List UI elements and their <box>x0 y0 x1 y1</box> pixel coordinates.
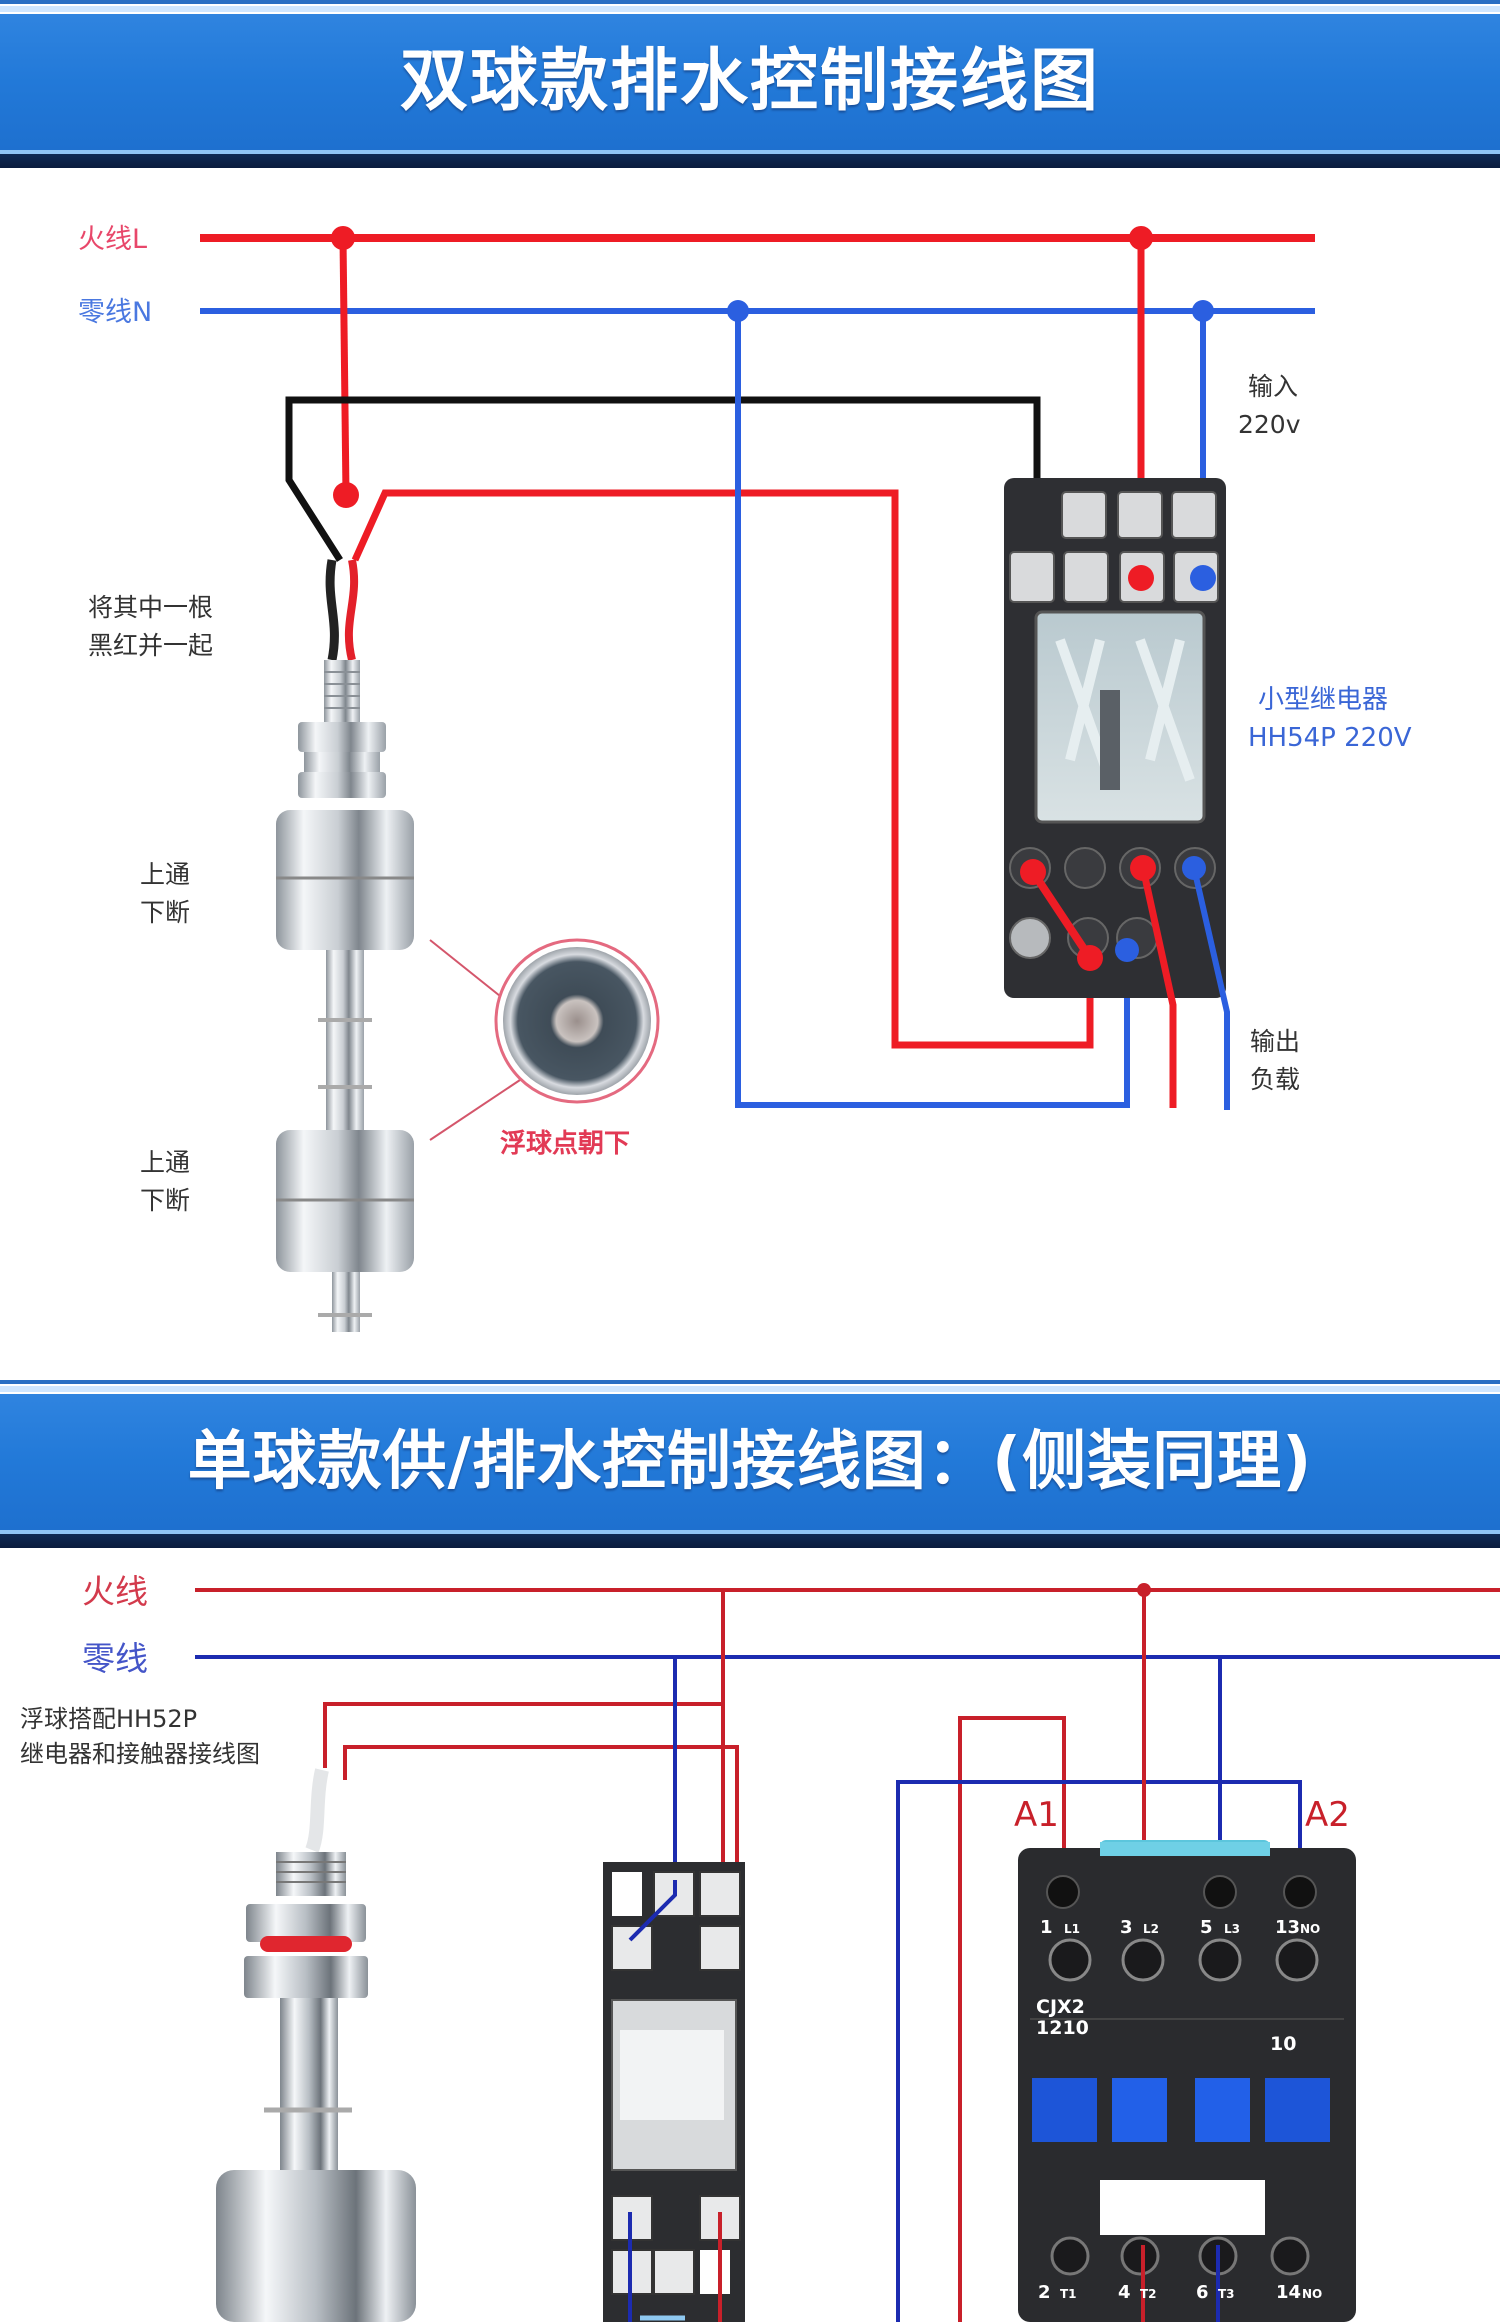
neutral-output-wire <box>735 311 1130 1108</box>
neutral-junction-dot <box>727 300 749 322</box>
terminal-num: 6 <box>1196 2282 1209 2303</box>
upper-float-note-line1: 上通 <box>140 860 190 889</box>
neutral-wire-label: 零线N <box>78 297 152 328</box>
coil-a2-label: A2 <box>1305 1795 1350 1835</box>
banner-body <box>0 1394 1500 1530</box>
double-float-switch <box>276 660 414 1332</box>
neutral-wire-label-2: 零线 <box>82 1639 148 1678</box>
lower-float-note-line2: 下断 <box>140 1186 190 1215</box>
coil-a2-wire <box>896 1780 1302 2322</box>
banner-stripe <box>0 6 1500 12</box>
relay-label-line2: HH54P 220V <box>1248 723 1412 753</box>
contactor-cjx2 <box>1018 1840 1356 2322</box>
relay-output-dot <box>1115 938 1139 962</box>
contactor-model-line2: 1210 <box>1036 2017 1089 2039</box>
terminal-num: 2 <box>1038 2282 1051 2303</box>
relay-output-dot <box>1130 855 1156 881</box>
black-control-wire <box>285 396 1041 572</box>
live-wire-label-2: 火线 <box>82 1572 148 1611</box>
float-cable-black <box>325 559 339 661</box>
input-note-line2: 220v <box>1238 410 1301 439</box>
section2-banner: 单球款供/排水控制接线图：(侧装同理) <box>0 1380 1500 1552</box>
banner-stripe <box>0 1386 1500 1392</box>
relay-output-dot <box>1020 859 1046 885</box>
section1-diagram: 火线L 零线N 输入 220v <box>78 224 1412 1332</box>
terminal-num: 4 <box>1118 2282 1131 2303</box>
contactor-aux-code: 10 <box>1270 2033 1296 2055</box>
terminal-tag: T3 <box>1218 2287 1235 2301</box>
load-live-wire <box>1139 867 1177 1108</box>
banner-stripe <box>0 154 1500 168</box>
banner-stripe <box>0 1534 1500 1548</box>
banner-stripe <box>0 150 1500 154</box>
terminal-tag: L1 <box>1064 1922 1080 1936</box>
float-wire-2 <box>343 1745 739 1880</box>
relay-hh52p <box>603 1862 745 2322</box>
banner-stripe <box>0 0 1500 4</box>
float-cable-red <box>344 559 359 661</box>
relay-neutral-terminal-dot <box>1190 565 1216 591</box>
combo-note-line2: 继电器和接触器接线图 <box>20 1740 260 1768</box>
relay-jumper-blue <box>628 1880 677 1942</box>
live-junction-dot <box>331 226 355 250</box>
red-switched-wire <box>351 489 1094 1049</box>
live-drop-wire <box>339 237 350 496</box>
relay-jumper-wire <box>1029 869 1094 961</box>
banner-stripe <box>0 1380 1500 1384</box>
float-detail-icon <box>503 947 651 1095</box>
combo-note-line1: 浮球搭配HH52P <box>20 1705 197 1733</box>
input-neutral-junction-dot <box>1192 300 1214 322</box>
twist-note-line1: 将其中一根 <box>88 593 213 622</box>
relay-live-terminal-dot <box>1128 565 1154 591</box>
contactor-bottom-terminal-labels: 2 T1 4 T2 6 T3 14 NO <box>1038 2282 1322 2303</box>
terminal-num: 1 <box>1040 1917 1053 1938</box>
terminal-tag: L2 <box>1143 1922 1159 1936</box>
terminal-tag: T1 <box>1060 2287 1077 2301</box>
callout-line <box>429 939 506 1001</box>
contactor-model-line1: CJX2 <box>1036 1996 1085 2018</box>
lower-float-note-line1: 上通 <box>140 1148 190 1177</box>
live-wire-label: 火线L <box>78 224 147 255</box>
section1-title: 双球款排水控制接线图 <box>399 42 1100 121</box>
float-detail-caption: 浮球点朝下 <box>500 1128 630 1159</box>
single-float-switch <box>216 1768 416 2322</box>
relay-hh54p <box>1004 478 1226 998</box>
relay-label-line1: 小型继电器 <box>1258 685 1388 715</box>
terminal-tag: NO <box>1300 1922 1320 1936</box>
output-note-line2: 负载 <box>1250 1065 1300 1094</box>
output-note-line1: 输出 <box>1250 1027 1300 1056</box>
section1-banner: 双球款排水控制接线图 <box>0 0 1500 172</box>
input-live-junction-dot <box>1129 226 1153 250</box>
callout-line <box>429 1079 521 1141</box>
coil-a1-label: A1 <box>1014 1795 1059 1835</box>
float-wire-1 <box>323 1702 723 1768</box>
contactor-top-terminal-labels: 1 L1 3 L2 5 L3 13 NO <box>1040 1917 1320 1938</box>
terminal-tag: T2 <box>1140 2287 1157 2301</box>
coil-a1-wire <box>958 1716 1066 2322</box>
section2-title: 单球款供/排水控制接线图：(侧装同理) <box>187 1425 1313 1499</box>
relay-output-dot <box>1182 856 1206 880</box>
banner-stripe <box>0 1530 1500 1534</box>
input-note-line1: 输入 <box>1248 372 1298 401</box>
live-junction-dot-2 <box>1137 1583 1151 1597</box>
upper-float-note-line2: 下断 <box>140 898 190 927</box>
float-junction-dot <box>333 482 359 508</box>
terminal-tag: NO <box>1302 2287 1322 2301</box>
terminal-num: 13 <box>1275 1917 1300 1938</box>
terminal-num: 5 <box>1200 1917 1213 1938</box>
terminal-num: 3 <box>1120 1917 1133 1938</box>
relay-output-dot <box>1077 945 1103 971</box>
banner-body <box>0 14 1500 150</box>
terminal-tag: L3 <box>1224 1922 1240 1936</box>
twist-note-line2: 黑红并一起 <box>88 631 213 660</box>
terminal-num: 14 <box>1276 2282 1301 2303</box>
load-neutral-wire <box>1191 867 1230 1110</box>
